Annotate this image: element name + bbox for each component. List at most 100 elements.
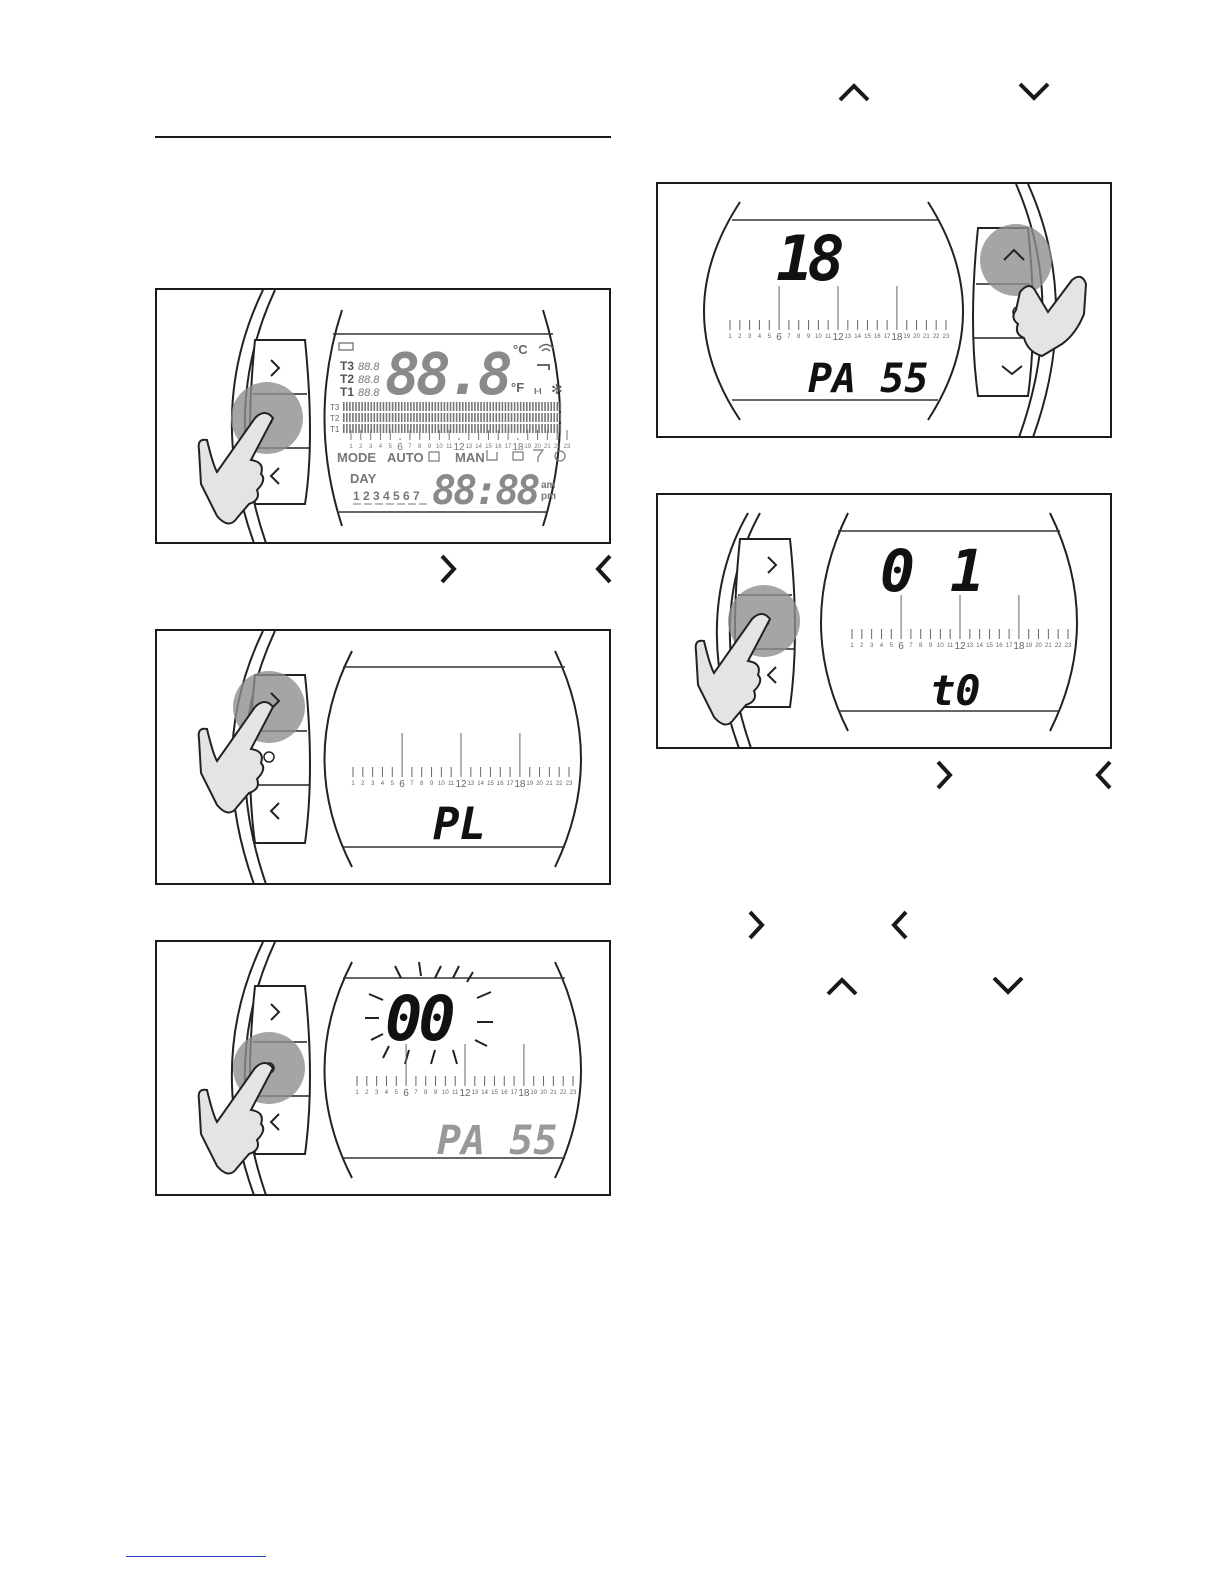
- timeline-segment: [553, 424, 556, 433]
- timeline-segment: [431, 413, 434, 422]
- hour-label: 20: [540, 1090, 547, 1096]
- timeline-segment: [385, 413, 388, 422]
- hour-label: 11: [947, 643, 954, 649]
- hour-label: 19: [903, 334, 910, 340]
- timeline-segment: [492, 402, 495, 411]
- timeline-segment: [507, 424, 510, 433]
- pass-text: PA 55: [437, 1118, 557, 1164]
- row-label-t3: T3: [340, 359, 354, 373]
- timeline-segment: [379, 413, 382, 422]
- day-numbers: 1 2 3 4 5 6 7: [353, 489, 420, 503]
- radiator-icon: ⲙ: [534, 383, 542, 398]
- bar-label-t1: T1: [330, 425, 340, 434]
- timeline-segment: [535, 424, 537, 433]
- timeline-segment: [550, 413, 552, 422]
- timeline-segment: [513, 413, 516, 422]
- hour-label: 15: [491, 1090, 498, 1096]
- timeline-segment: [404, 413, 406, 422]
- timeline-segment: [498, 424, 501, 433]
- row-value-t1: 88.8: [358, 387, 380, 399]
- timeline-segment: [422, 413, 424, 422]
- hour-label: 22: [556, 781, 563, 787]
- pl-text: PL: [433, 799, 486, 850]
- hour-label: 13: [471, 1090, 478, 1096]
- pass-text: PA 55: [808, 356, 928, 402]
- timeline-segment: [358, 402, 360, 411]
- hour-label: 11: [452, 1090, 459, 1096]
- hour-label: 18: [1013, 641, 1025, 652]
- timeline-segment: [434, 402, 437, 411]
- timeline-segment: [513, 402, 516, 411]
- hour-label: 5: [391, 781, 395, 787]
- timeline-segment: [419, 402, 421, 411]
- timeline-segment: [446, 413, 449, 422]
- timeline-segment: [513, 424, 516, 433]
- timeline-segment: [416, 413, 418, 422]
- timeline-segment: [400, 424, 403, 433]
- timeline-segment: [446, 402, 449, 411]
- timeline-segment: [461, 402, 464, 411]
- hour-label: 6: [397, 442, 403, 453]
- timeline-segment: [510, 413, 513, 422]
- t0-text: t0: [930, 666, 981, 715]
- timeline-segment: [553, 402, 556, 411]
- hour-label: 17: [507, 781, 514, 787]
- timeline-segment: [455, 402, 458, 411]
- chevron-right-icon: [440, 554, 457, 584]
- timeline-segment: [391, 413, 394, 422]
- bar-label-t2: T2: [330, 414, 340, 423]
- hour-label: 8: [919, 643, 923, 649]
- timeline-segment: [495, 402, 498, 411]
- timeline-segment: [547, 424, 549, 433]
- timeline-segment: [519, 413, 522, 422]
- timeline-segment: [492, 424, 495, 433]
- hour-label: 5: [890, 643, 894, 649]
- timeline-segment: [388, 413, 391, 422]
- timeline-segment: [416, 402, 418, 411]
- hour-label: 3: [748, 334, 752, 340]
- hour-label: 14: [854, 334, 861, 340]
- timeline-segment: [556, 413, 559, 422]
- hour-label: 2: [738, 334, 742, 340]
- timeline-segment: [465, 413, 467, 422]
- hour-label: 21: [550, 1090, 557, 1096]
- hour-label: 14: [475, 444, 482, 450]
- timeline-segment: [400, 413, 403, 422]
- hour-label: 19: [524, 444, 531, 450]
- timeline-segment: [446, 424, 449, 433]
- timeline-segment: [452, 413, 455, 422]
- timeline-segment: [452, 402, 455, 411]
- timeline-segment: [388, 424, 391, 433]
- hour-label: 18: [512, 442, 524, 453]
- snowflake-icon: ✻: [551, 382, 563, 398]
- timeline-segment: [440, 424, 443, 433]
- timeline-segment: [388, 402, 391, 411]
- timeline-segment: [361, 413, 363, 422]
- hour-label: 9: [807, 334, 811, 340]
- hour-label: 2: [860, 643, 864, 649]
- timeline-segment: [391, 424, 394, 433]
- hour-label: 15: [864, 334, 871, 340]
- hour-label: 10: [442, 1090, 449, 1096]
- timeline-segment: [352, 402, 354, 411]
- hour-label: 3: [371, 781, 375, 787]
- timeline-segment: [486, 413, 488, 422]
- timeline-segment: [434, 424, 437, 433]
- hour-label: 14: [481, 1090, 488, 1096]
- hour-label: 7: [410, 781, 414, 787]
- hour-label: 23: [570, 1090, 577, 1096]
- hour-label: 4: [381, 781, 385, 787]
- hour-label: 11: [825, 334, 832, 340]
- timeline-segment: [437, 413, 440, 422]
- timeline-segment: [410, 402, 412, 411]
- footer-link-underline[interactable]: [126, 1556, 266, 1557]
- timeline-segment: [544, 424, 546, 433]
- main-temperature: 88.8: [385, 340, 511, 408]
- timeline-segment: [516, 424, 519, 433]
- hour-label: 20: [1035, 643, 1042, 649]
- timeline-segment: [461, 413, 464, 422]
- timeline-segment: [501, 402, 504, 411]
